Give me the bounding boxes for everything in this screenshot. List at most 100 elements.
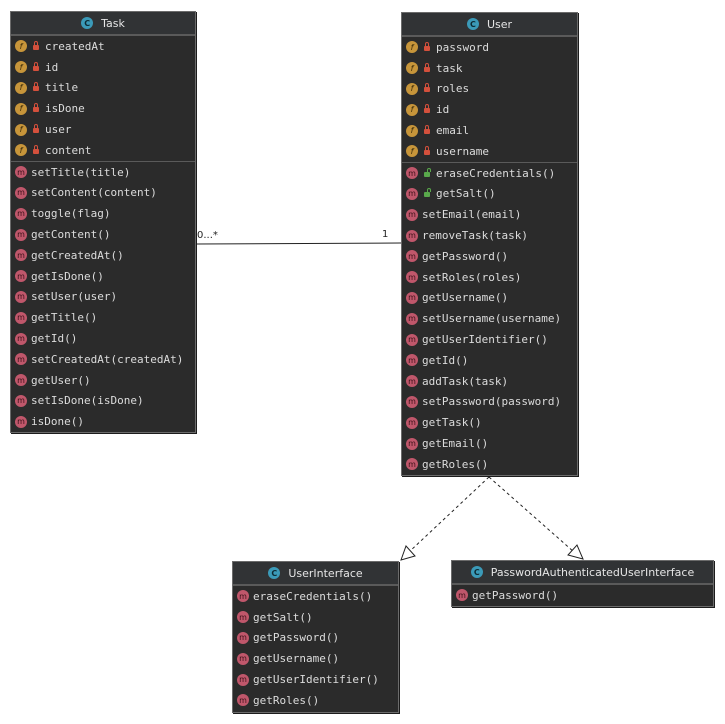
method-name: setUsername(username) [422,312,562,326]
method-name: toggle(flag) [31,207,111,221]
method-icon: m [406,187,418,200]
field-name: user [45,123,72,137]
method-icon: m [237,673,249,686]
private-lock-icon [424,104,430,114]
method-name: setEmail(email) [422,208,522,222]
method-name: setTitle(title) [31,165,131,179]
method-icon: m [456,589,468,602]
method-name: getEmail() [422,437,489,451]
method-icon: m [406,333,418,346]
class-icon: C [470,566,483,578]
field-name: isDone [45,102,85,116]
passwordinterface-class-header: C PasswordAuthenticatedUserInterface [452,561,713,584]
method-row[interactable]: m setContent(content) [11,183,195,204]
method-name: eraseCredentials() [253,589,373,603]
method-name: getCreatedAt() [31,248,124,262]
method-name: eraseCredentials() [436,166,556,180]
method-icon: m [15,249,27,262]
field-name: username [436,144,489,158]
user-multiplicity-label: 1 [382,229,389,240]
method-icon: m [15,374,27,387]
method-name: getIsDone() [31,269,104,283]
method-row[interactable]: m eraseCredentials() [233,586,398,607]
field-icon: f [15,40,27,53]
method-icon: m [406,395,418,408]
private-lock-icon [424,41,430,51]
method-icon: m [237,631,249,644]
class-name: UserInterface [288,566,363,580]
field-icon: f [15,81,27,94]
method-icon: m [406,458,418,471]
method-name: getPassword() [422,249,509,263]
method-name: setContent(content) [31,186,157,200]
method-name: removeTask(task) [422,229,528,243]
method-row[interactable]: m getCreatedAt() [11,245,195,266]
method-icon: m [237,590,249,603]
method-icon: m [406,312,418,325]
private-lock-icon [424,145,430,155]
method-icon: m [15,415,27,428]
class-name: PasswordAuthenticatedUserInterface [490,565,695,579]
field-icon: f [15,144,27,157]
method-name: getContent() [31,228,111,242]
method-row[interactable]: m setUsername(username) [402,308,577,329]
method-icon: m [237,652,249,665]
method-icon: m [15,186,27,199]
method-name: getTitle() [31,311,98,325]
field-name: roles [436,82,470,96]
method-icon: m [406,375,418,388]
field-name: id [436,103,450,117]
class-name: Task [101,16,125,30]
